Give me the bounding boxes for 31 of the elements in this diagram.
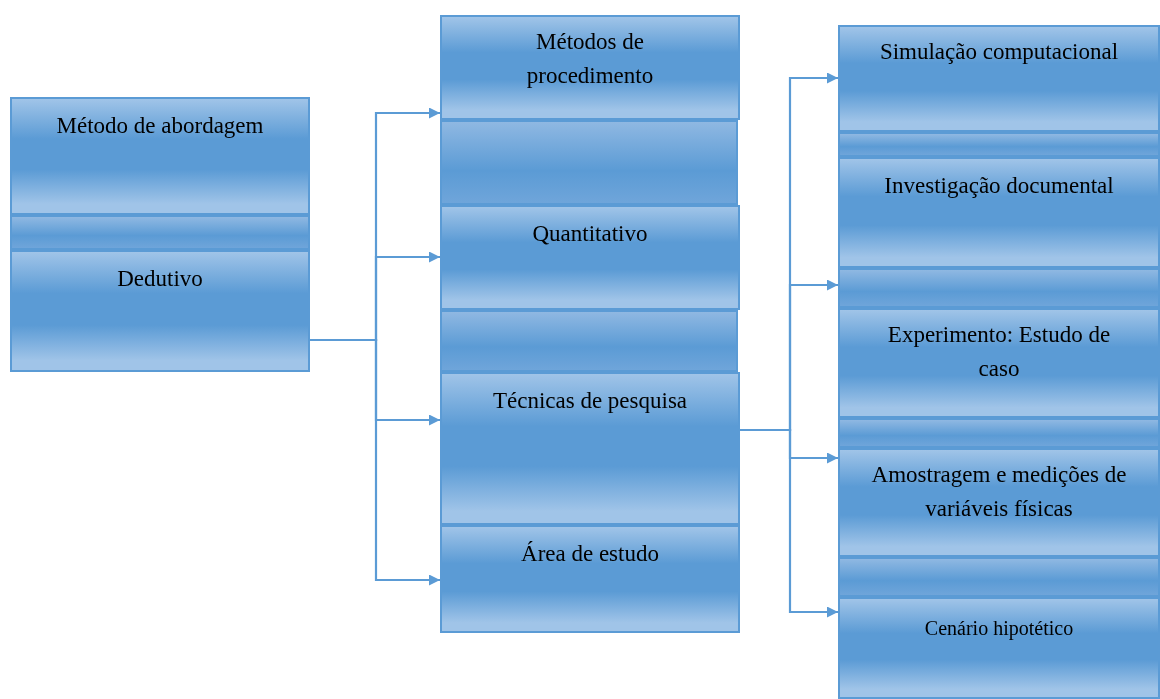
box-label: Quantitativo: [531, 220, 649, 248]
box-label: Investigação documental: [883, 172, 1115, 200]
column-band: [440, 120, 738, 205]
process-box: [440, 205, 740, 310]
column-band: [838, 268, 1160, 308]
box-label: Experimento: Estudo de caso: [886, 321, 1112, 383]
process-box: [838, 308, 1160, 418]
column-band: [10, 215, 310, 250]
box-label: Cenário hipotético: [923, 616, 1075, 642]
box-label: Técnicas de pesquisa: [491, 387, 689, 415]
process-box: [10, 97, 310, 215]
process-box: [10, 250, 310, 372]
box-label: Dedutivo: [116, 265, 204, 293]
process-box: [440, 372, 740, 525]
process-box: [838, 157, 1160, 268]
column-band: [838, 418, 1160, 448]
column-band: [838, 557, 1160, 597]
process-box: [838, 25, 1160, 132]
column-band: [440, 310, 738, 372]
process-box: [838, 597, 1160, 699]
box-label: Métodos de procedimento: [525, 28, 655, 90]
connector-arrow: [310, 338, 440, 586]
box-label: Amostragem e medições de variáveis físicas: [870, 461, 1128, 523]
box-label: Método de abordagem: [55, 112, 265, 140]
process-box: [440, 15, 740, 120]
process-box: [440, 525, 740, 633]
box-label: Área de estudo: [520, 540, 660, 568]
box-label: Simulação computacional: [878, 38, 1120, 66]
column-band: [838, 132, 1160, 157]
connector-arrow: [740, 428, 838, 618]
process-box: [838, 448, 1160, 557]
